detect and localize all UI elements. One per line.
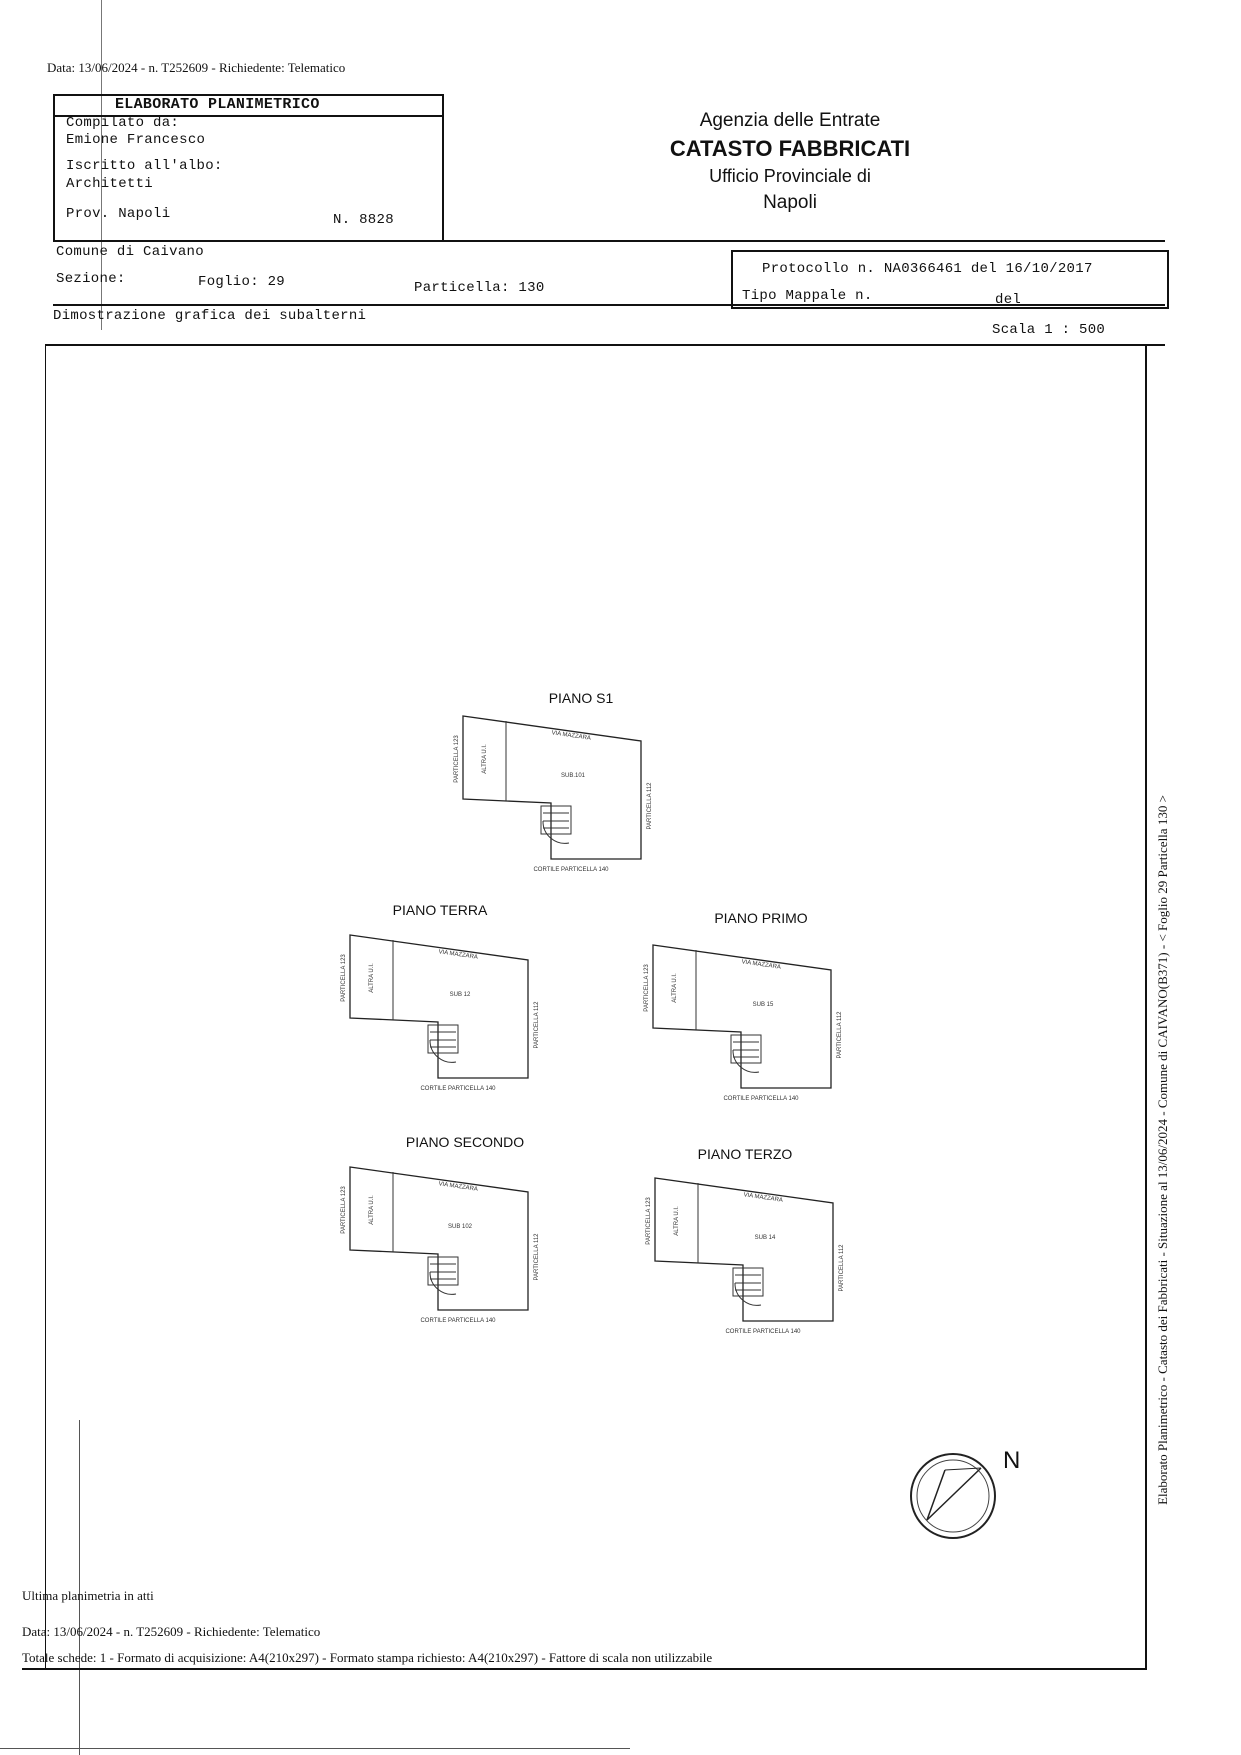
footer-last-plan: Ultima planimetria in atti [22, 1588, 154, 1603]
right-neighbour-label: PARTICELLA 112 [534, 1233, 540, 1281]
building-outline [654, 1177, 834, 1322]
courtyard-label: CORTILE PARTICELLA 140 [420, 1086, 496, 1092]
street-label: VIA MAZZARA [438, 949, 478, 960]
sub-label: SUB 14 [755, 1235, 776, 1241]
plan-title: PIANO SECONDO [405, 1134, 525, 1150]
left-neighbour-label: PARTICELLA 123 [341, 954, 347, 1002]
building-outline [349, 934, 529, 1079]
divider [53, 115, 442, 117]
sub-label: SUB 15 [753, 1002, 774, 1008]
frame-right [1145, 344, 1147, 1670]
building-outline [462, 715, 642, 860]
right-neighbour-label: PARTICELLA 112 [647, 782, 653, 830]
plan-title: PIANO TERZO [697, 1146, 793, 1162]
courtyard-label: CORTILE PARTICELLA 140 [723, 1096, 799, 1102]
left-neighbour-label: PARTICELLA 123 [341, 1186, 347, 1234]
divider [53, 240, 1165, 242]
scan-line [79, 1420, 80, 1755]
staircase-icon [427, 1024, 459, 1063]
north-label: N [1003, 1447, 1021, 1474]
staircase-icon [427, 1256, 459, 1295]
building-outline [652, 944, 832, 1089]
title-box [53, 94, 444, 242]
floor-plan: VIA MAZZARA PARTICELLA 123 ALTRA U.I. SUB 1… [644, 944, 843, 1102]
scale: Scala 1 : 500 [992, 322, 1106, 338]
plan-title: PIANO PRIMO [714, 910, 808, 926]
left-neighbour-label: PARTICELLA 123 [646, 1197, 652, 1245]
sub-label: SUB 102 [448, 1224, 473, 1230]
floor-plan: VIA MAZZARA PARTICELLA 123 ALTRA U.I. SUB 1… [646, 1177, 845, 1335]
register-number: N. 8828 [333, 212, 394, 228]
floor-plan: VIA MAZZARA PARTICELLA 123 ALTRA U.I. SUB 1… [341, 1166, 540, 1324]
catasto-title: CATASTO FABBRICATI [669, 136, 911, 161]
floor-plan: VIA MAZZARA PARTICELLA 123 ALTRA U.I. SUB 1… [341, 934, 540, 1092]
other-unit-label: ALTRA U.I. [672, 973, 678, 1003]
other-unit-label: ALTRA U.I. [369, 1195, 375, 1225]
right-neighbour-label: PARTICELLA 112 [839, 1244, 845, 1292]
footer-totale: Totale schede: 1 - Formato di acquisizio… [22, 1650, 713, 1665]
street-label: VIA MAZZARA [743, 1192, 783, 1203]
plan-title: PIANO TERRA [392, 902, 488, 918]
particella: Particella: 130 [414, 280, 545, 296]
dimostrazione: Dimostrazione grafica dei subalterni [53, 308, 367, 324]
tipo-mappale: Tipo Mappale n. [742, 288, 873, 304]
registered-label: Iscritto all'albo: [66, 158, 223, 174]
courtyard-label: CORTILE PARTICELLA 140 [420, 1318, 496, 1324]
building-outline [349, 1166, 529, 1311]
registered: Architetti [66, 176, 154, 192]
document-title: ELABORATO PLANIMETRICO [115, 96, 320, 113]
staircase-icon [730, 1034, 762, 1073]
comune: Comune di Caivano [56, 244, 204, 260]
sub-label: SUB.101 [561, 773, 586, 779]
sub-label: SUB 12 [450, 992, 471, 998]
scan-line [0, 1748, 630, 1749]
office: Ufficio Provinciale di [709, 166, 871, 186]
frame-left [45, 344, 46, 1670]
scan-line [101, 0, 102, 330]
tipo-mappale-del: del [995, 292, 1022, 308]
plan-title: PIANO S1 [548, 690, 614, 706]
floor-plan: VIA MAZZARA PARTICELLA 123 ALTRA U.I. SUB.1… [454, 715, 653, 873]
left-neighbour-label: PARTICELLA 123 [454, 735, 460, 783]
staircase-icon [732, 1267, 764, 1306]
office-city: Napoli [763, 192, 817, 213]
north-arrow-icon [910, 1453, 996, 1539]
street-label: VIA MAZZARA [741, 959, 781, 970]
agency-name: Agenzia delle Entrate [699, 110, 881, 131]
street-label: VIA MAZZARA [438, 1181, 478, 1192]
divider [53, 304, 1165, 306]
staircase-icon [540, 805, 572, 844]
side-caption: Elaborato Planimetrico - Catasto dei Fab… [1155, 795, 1170, 1505]
divider [45, 344, 1165, 346]
left-neighbour-label: PARTICELLA 123 [644, 964, 650, 1012]
sezione: Sezione: [56, 271, 126, 287]
foglio: Foglio: 29 [198, 274, 286, 290]
street-label: VIA MAZZARA [551, 730, 591, 741]
right-neighbour-label: PARTICELLA 112 [837, 1011, 843, 1059]
compiled-by: Emione Francesco [66, 132, 206, 148]
protocol-box [731, 250, 1169, 309]
protocollo: Protocollo n. NA0366461 del 16/10/2017 [762, 261, 1093, 277]
courtyard-label: CORTILE PARTICELLA 140 [725, 1329, 801, 1335]
courtyard-label: CORTILE PARTICELLA 140 [533, 867, 609, 873]
other-unit-label: ALTRA U.I. [369, 963, 375, 993]
frame-bottom [22, 1668, 1147, 1670]
footer-data: Data: 13/06/2024 - n. T252609 - Richiede… [22, 1624, 321, 1639]
header-line: Data: 13/06/2024 - n. T252609 - Richiede… [47, 60, 346, 75]
compiled-by-label: Compilato da: [66, 115, 180, 131]
province: Prov. Napoli [66, 206, 171, 222]
other-unit-label: ALTRA U.I. [674, 1206, 680, 1236]
right-neighbour-label: PARTICELLA 112 [534, 1001, 540, 1049]
other-unit-label: ALTRA U.I. [482, 744, 488, 774]
